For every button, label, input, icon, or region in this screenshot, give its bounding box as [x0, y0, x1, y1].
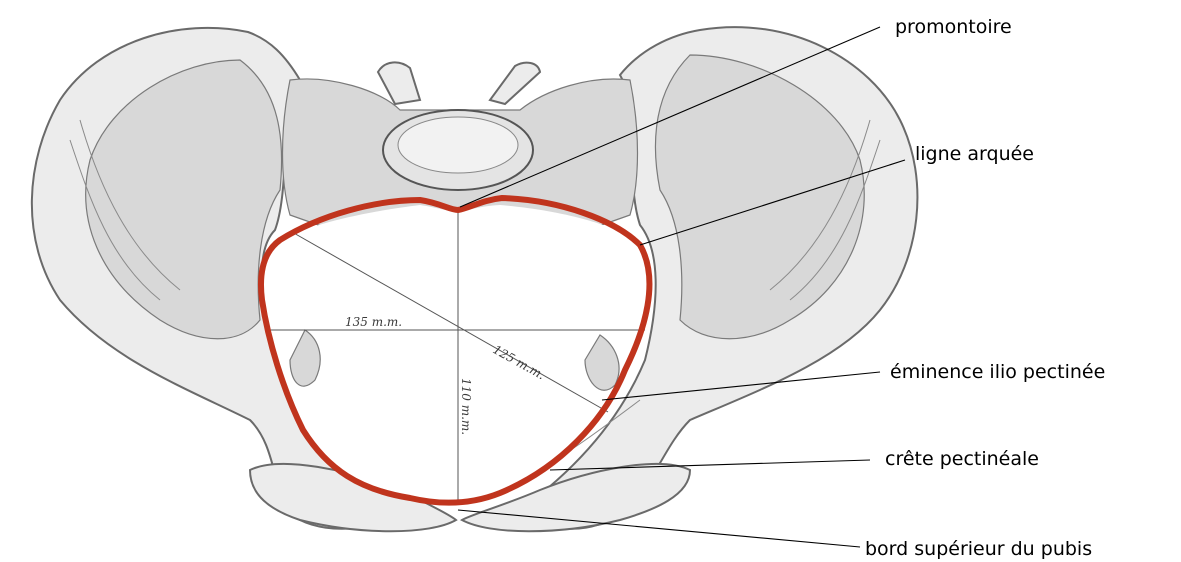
label-crete: crête pectinéale — [885, 448, 1039, 470]
label-eminence: éminence ilio pectinée — [890, 361, 1105, 383]
label-promontoire: promontoire — [895, 16, 1012, 38]
right-articular-process — [490, 63, 540, 104]
pelvis-illustration — [32, 27, 918, 531]
conjugate-measurement-label: 110 m.m. — [459, 378, 473, 435]
vertebral-body-top — [398, 117, 518, 173]
label-ligne-arquee: ligne arquée — [915, 143, 1034, 165]
transverse-measurement-label: 135 m.m. — [345, 315, 402, 329]
label-bord-pubis: bord supérieur du pubis — [865, 538, 1092, 560]
